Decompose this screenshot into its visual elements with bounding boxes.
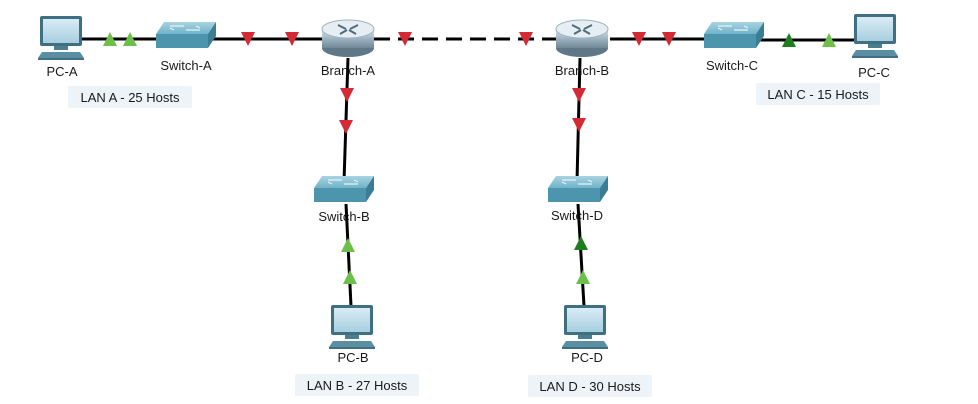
switch-icon (704, 22, 764, 48)
status-up-indicator (123, 32, 137, 46)
pc-c-device[interactable]: PC-C (852, 14, 898, 80)
link-switch-b-pc-b[interactable] (344, 203, 353, 307)
pc-a-device[interactable]: PC-A (38, 16, 84, 79)
pc-icon (562, 305, 608, 349)
links (82, 37, 856, 307)
router-icon (321, 19, 375, 57)
status-down-indicator (340, 88, 354, 102)
switch-b-device[interactable]: Switch-B (314, 176, 374, 224)
lan-c-label: LAN C - 15 Hosts (767, 87, 869, 102)
status-down-indicator (572, 88, 586, 102)
status-down-indicator (662, 32, 676, 46)
status-up-indicator (782, 33, 796, 47)
switch-a-label: Switch-A (160, 58, 212, 73)
switch-c-device[interactable]: Switch-C (704, 22, 764, 73)
lan-c-note: LAN C - 15 Hosts (756, 83, 880, 105)
switch-icon (548, 176, 608, 202)
branch-a-label: Branch-A (321, 63, 376, 78)
switch-icon (156, 22, 216, 48)
switch-d-device[interactable]: Switch-D (548, 176, 608, 223)
pc-icon (329, 305, 375, 349)
switch-b-label: Switch-B (318, 209, 369, 224)
router-icon (555, 19, 609, 57)
switch-a-device[interactable]: Switch-A (156, 22, 216, 73)
status-down-indicator (398, 32, 412, 46)
switch-c-label: Switch-C (706, 58, 758, 73)
status-up-indicator (574, 236, 588, 250)
switch-d-label: Switch-D (551, 208, 603, 223)
branch-b-label: Branch-B (555, 63, 609, 78)
pc-icon (852, 14, 898, 58)
status-up-indicator (103, 32, 117, 46)
status-up-indicator (341, 238, 355, 252)
switch-icon (314, 176, 374, 202)
status-down-indicator (285, 32, 299, 46)
lan-b-note: LAN B - 27 Hosts (295, 374, 419, 396)
link-status-indicators (103, 32, 836, 284)
link-switch-d-pc-d[interactable] (576, 203, 586, 307)
lan-a-note: LAN A - 25 Hosts (68, 86, 192, 108)
status-up-indicator (576, 270, 590, 284)
pc-b-label: PC-B (337, 350, 368, 365)
pc-icon (38, 16, 84, 60)
status-up-indicator (822, 33, 836, 47)
status-down-indicator (339, 120, 353, 134)
pc-b-device[interactable]: PC-B (329, 305, 375, 365)
pc-d-device[interactable]: PC-D (562, 305, 608, 365)
lan-d-label: LAN D - 30 Hosts (539, 379, 641, 394)
lan-d-note: LAN D - 30 Hosts (528, 375, 652, 397)
branch-a-router[interactable]: Branch-A (321, 19, 376, 78)
branch-b-router[interactable]: Branch-B (555, 19, 609, 78)
pc-d-label: PC-D (571, 350, 603, 365)
status-down-indicator (572, 118, 586, 132)
status-down-indicator (632, 32, 646, 46)
pc-a-label: PC-A (46, 64, 77, 79)
lan-a-label: LAN A - 25 Hosts (81, 90, 180, 105)
status-down-indicator (519, 32, 533, 46)
pc-c-label: PC-C (858, 65, 890, 80)
lan-b-label: LAN B - 27 Hosts (307, 378, 408, 393)
status-up-indicator (343, 270, 357, 284)
status-down-indicator (241, 32, 255, 46)
